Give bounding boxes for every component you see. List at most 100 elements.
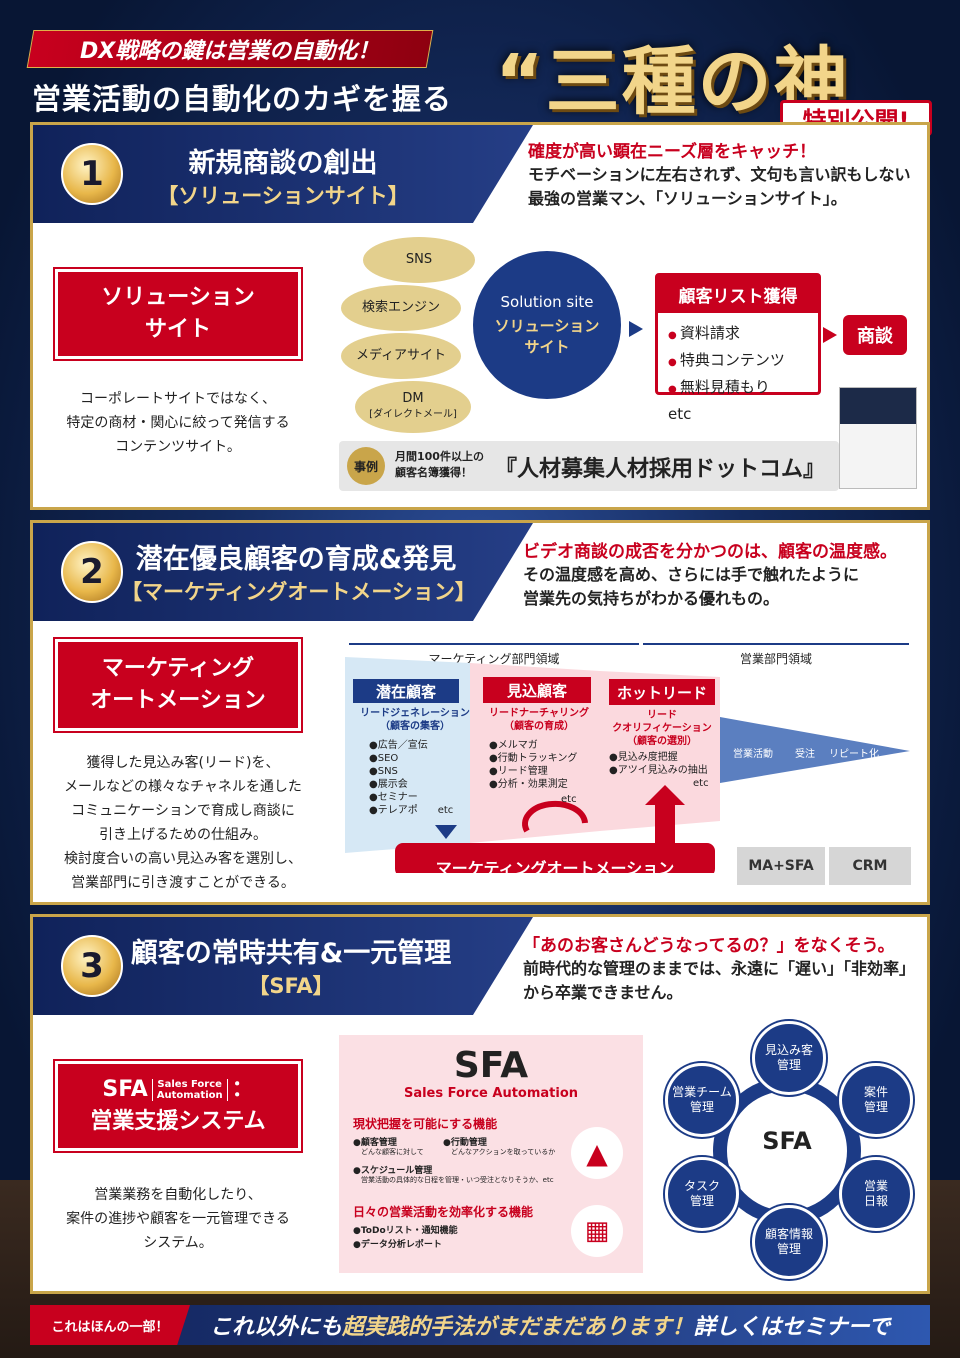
case-name: 『人材募集人材採用ドットコム』 — [495, 457, 826, 482]
feature-1-head: 現状把握を可能にする機能 — [353, 1117, 498, 1131]
section-2-lead-2: 営業先の気持ちがわかる優れもの。 — [523, 589, 780, 608]
sfa-fullname-2: Automation — [156, 1090, 223, 1101]
section-1-subtitle: 【ソリューションサイト】 — [157, 184, 409, 208]
desc-line: コーポレートサイトではなく、 — [80, 391, 276, 407]
feature-1-c: ●スケジュール管理 — [353, 1166, 433, 1176]
case-note: 月間100件以上の 顧客名簿獲得！ — [395, 449, 484, 481]
desc-line: 引き上げるための仕組み。 — [99, 827, 267, 843]
section-1-lead-2: 最強の営業マン、「ソリューションサイト」。 — [528, 189, 847, 208]
list-item: 無料見積もり etc — [668, 375, 808, 426]
node-line: 管理 — [689, 1100, 714, 1114]
desc-line: メールなどの様々なチャネルを通した — [64, 779, 302, 795]
arrow-right-icon — [823, 327, 837, 343]
arrow-right-icon — [629, 321, 643, 337]
channel-search: 検索エンジン — [341, 285, 461, 331]
ma-base-label: マーケティングオートメーション — [435, 859, 675, 878]
section-3-lead-1: 前時代的な管理のままでは、永遠に「遅い」「非効率」 — [523, 959, 916, 978]
desc-line: 案件の進捗や顧客を一元管理できる — [66, 1211, 290, 1227]
stage-3-items: ●見込み度把握 ●アツイ見込みの抽出 — [609, 751, 708, 777]
stage-3-panel — [600, 671, 720, 831]
stage-2-items: ●メルマガ ●行動トラッキング ●リード管理 ●分析・効果測定 — [489, 739, 577, 791]
feature-2-b: ●データ分析レポート — [353, 1240, 442, 1250]
node-line: 管理 — [776, 1058, 801, 1072]
section-1-title: 新規商談の創出 — [188, 148, 378, 179]
desc-line: コミュニケーションで育成し商談に — [71, 803, 295, 819]
site-en: Solution site — [500, 293, 594, 311]
box-line-2: 営業支援システム — [90, 1109, 266, 1134]
customer-list-box: 顧客リスト獲得 資料請求 特典コンテンツ 無料見積もり etc — [655, 273, 821, 423]
footer-text-2: 超実践的手法がまだまだあります！ — [342, 1315, 694, 1340]
box-line-1: マーケティング — [101, 656, 255, 681]
sfa-panel-title: SFA — [453, 1045, 529, 1086]
stage-item: ●広告／宣伝 — [369, 740, 428, 751]
footer-text: これ以外にも超実践的手法がまだまだあります！詳しくはセミナーで — [210, 1309, 890, 1341]
box-line-2: オートメーション — [90, 688, 266, 713]
site-jp-1: ソリューション — [494, 317, 600, 335]
stage-item: ●見込み度把握 — [609, 752, 678, 763]
sales-step: 営業活動 — [733, 749, 773, 760]
node-line: 管理 — [776, 1242, 801, 1256]
stage-item: ●SNS — [369, 766, 398, 777]
node-prospect: 見込み客管理 — [752, 1021, 826, 1095]
sales-wedge — [720, 717, 910, 783]
section-2-header: 2 潜在優良顧客の育成&発見 【マーケティングオートメーション】 ビデオ商談の成… — [33, 523, 927, 621]
stage-1-sub-2: （顧客の集客） — [380, 721, 450, 732]
sales-domain-label: 営業部門領域 — [739, 652, 812, 666]
case-note-2: 顧客名簿獲得！ — [395, 466, 472, 479]
site-jp-2: サイト — [524, 338, 570, 356]
sfa-description: 営業業務を自動化したり、 案件の進捗や顧客を一元管理できる システム。 — [43, 1183, 313, 1255]
sfa-panel-sub: Sales Force Automation — [403, 1086, 579, 1101]
node-line: 日報 — [863, 1194, 888, 1208]
footer-text-3: 詳しくはセミナーで — [693, 1315, 891, 1340]
desc-line: 営業部門に引き渡すことができる。 — [71, 875, 295, 891]
case-thumbnail — [839, 387, 917, 489]
ma-base-bar — [395, 843, 715, 873]
stage-item: ●アツイ見込みの抽出 — [609, 765, 708, 776]
sfa-fullname-1: Sales Force — [157, 1079, 222, 1090]
section-2-number: 2 — [61, 541, 123, 603]
box-line-2: サイト — [144, 317, 211, 342]
section-2-lead-1: その温度感を高め、さらには手で触れたように — [523, 565, 860, 584]
stage-2-sub: リードナーチャリング （顧客の育成） — [481, 707, 597, 733]
node-line: 営業 — [863, 1179, 888, 1193]
node-daily-report: 営業日報 — [839, 1157, 913, 1231]
stage-3-sub-2: クオリフィケーション — [612, 723, 712, 734]
stage-1-sub-1: リードジェネレーション — [360, 708, 470, 719]
feature-1-c-sub: 営業活動の具体的な日程を管理・いつ受注となりそうか、etc — [361, 1176, 554, 1184]
sfa-fullname: Sales Force Automation — [151, 1079, 228, 1101]
node-line: 管理 — [689, 1194, 714, 1208]
desc-line: コンテンツサイト。 — [115, 439, 241, 455]
channel-dm: DM [ダイレクトメール] — [355, 381, 471, 433]
section-3-lead-2: から卒業できません。 — [523, 983, 683, 1002]
stage-item: ●SEO — [369, 753, 399, 764]
section-sfa: 3 顧客の常時共有&一元管理 【SFA】 「あのお客さんどうなってるの？」をなく… — [30, 914, 930, 1294]
stage-3-sub-3: （顧客の選別） — [627, 736, 697, 747]
section-1-header: 1 新規商談の創出 【ソリューションサイト】 確度が高い顕在ニーズ層をキャッチ！… — [33, 125, 927, 223]
header-hook: 営業活動の自動化のカギを握る — [32, 82, 453, 116]
section-1-number: 1 — [61, 143, 123, 205]
sales-domain-line — [643, 643, 909, 645]
sfa-panel: SFA Sales Force Automation 現状把握を可能にする機能 … — [339, 1035, 643, 1273]
stage-item: ●テレアポ etc — [369, 805, 454, 816]
ma-funnel-graphic — [345, 657, 910, 873]
box-line-1: ソリューション — [101, 285, 255, 310]
customer-list: 資料請求 特典コンテンツ 無料見積もり etc — [658, 313, 818, 434]
section-3-header: 3 顧客の常時共有&一元管理 【SFA】 「あのお客さんどうなってるの？」をなく… — [33, 917, 927, 1015]
sfa-label-box: SFA Sales Force Automation ： 営業支援システム — [53, 1059, 303, 1153]
feature-1-a: ●顧客管理 — [353, 1138, 397, 1148]
stage-2-etc: etc — [561, 794, 577, 805]
feature-1-b-sub: どんなアクションを取っているか — [451, 1148, 556, 1156]
node-line: 顧客情報 — [764, 1227, 813, 1241]
sales-step: 受注 — [795, 749, 815, 760]
section-1-lead-red: 確度が高い顕在ニーズ層をキャッチ！ — [528, 142, 817, 162]
channel-media: メディアサイト — [341, 333, 461, 379]
sfa-box-line-1: SFA Sales Force Automation ： — [102, 1074, 253, 1106]
feature-2-head: 日々の営業活動を効率化する機能 — [353, 1205, 534, 1219]
node-line: タスク — [683, 1179, 720, 1193]
marketing-domain-line — [349, 643, 639, 645]
stage-1-head: 潜在顧客 — [353, 679, 459, 703]
section-2-lead-red: ビデオ商談の成否を分かつのは、顧客の温度感。 — [523, 542, 897, 562]
section-marketing-automation: 2 潜在優良顧客の育成&発見 【マーケティングオートメーション】 ビデオ商談の成… — [30, 520, 930, 905]
hub-label: SFA — [762, 1127, 812, 1155]
desc-line: 検討度合いの高い見込み客を選別し、 — [64, 851, 302, 867]
